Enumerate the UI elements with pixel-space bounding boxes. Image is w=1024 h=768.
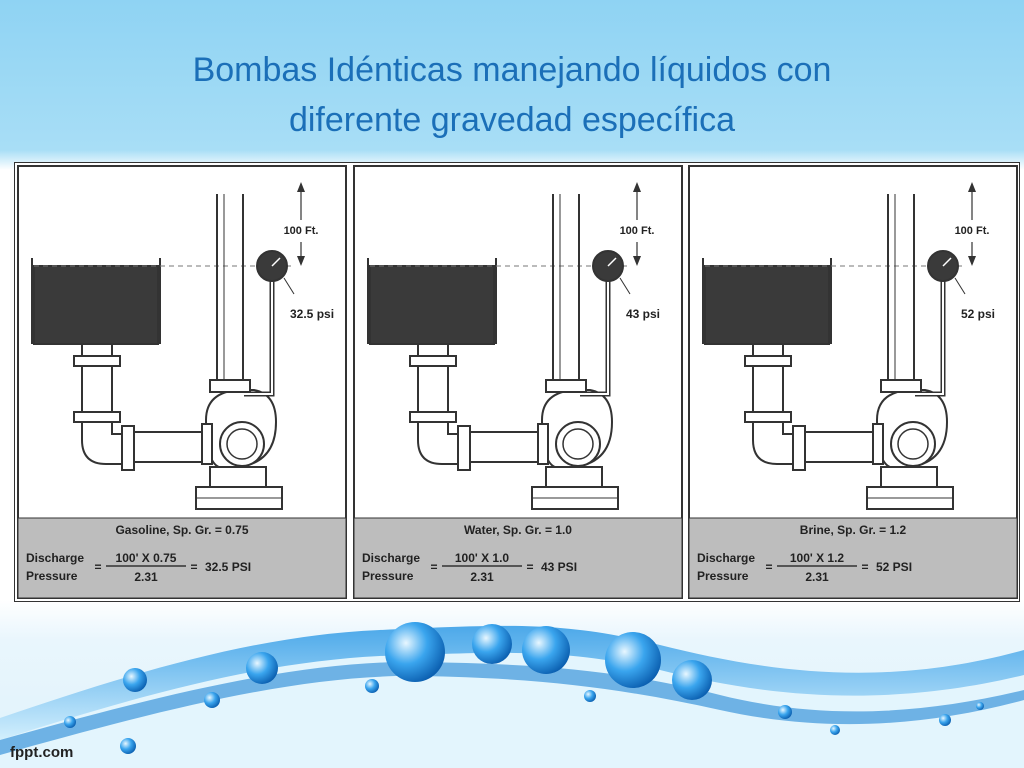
- formula-equals-2: =: [861, 560, 868, 574]
- tank-icon: [702, 258, 832, 345]
- formula-label-discharge: Discharge: [362, 551, 420, 565]
- formula-equals-2: =: [190, 560, 197, 574]
- suction-pipe: [73, 343, 207, 471]
- formula-equals-1: =: [765, 560, 772, 574]
- discharge-pipe: [209, 194, 251, 393]
- caption-band: [688, 517, 1018, 599]
- slide-title-line-1: Bombas Idénticas manejando líquidos con: [192, 51, 832, 89]
- formula-label-discharge: Discharge: [697, 551, 755, 565]
- height-label: 100 Ft.: [955, 225, 990, 237]
- fluid-caption: Gasoline, Sp. Gr. = 0.75: [115, 523, 248, 537]
- formula-result: 43 PSI: [541, 560, 577, 574]
- tank-icon: [31, 258, 161, 345]
- formula-numerator: 100' X 0.75: [116, 551, 177, 565]
- formula-equals-1: =: [94, 560, 101, 574]
- tank-icon: [367, 258, 497, 345]
- suction-pipe: [744, 343, 878, 471]
- formula-numerator: 100' X 1.2: [790, 551, 845, 565]
- caption-band: [17, 517, 347, 599]
- water-wave-icon: [0, 622, 1024, 768]
- centrifugal-pump-icon: [195, 389, 283, 510]
- pressure-gauge-icon: [580, 250, 631, 397]
- height-arrow: [968, 182, 976, 266]
- pressure-gauge-icon: [915, 250, 966, 397]
- slide-title-line-2: diferente gravedad específica: [288, 101, 736, 139]
- suction-pipe: [409, 343, 543, 471]
- pressure-gauge-icon: [244, 250, 295, 397]
- formula-label-pressure: Pressure: [26, 569, 78, 583]
- caption-band: [353, 517, 683, 599]
- fluid-caption: Water, Sp. Gr. = 1.0: [464, 523, 572, 537]
- height-label: 100 Ft.: [620, 225, 655, 237]
- fluid-caption: Brine, Sp. Gr. = 1.2: [800, 523, 907, 537]
- discharge-pipe: [545, 194, 587, 393]
- gauge-reading: 52 psi: [961, 307, 995, 321]
- formula-equals-1: =: [430, 560, 437, 574]
- height-label: 100 Ft.: [284, 225, 319, 237]
- formula-label-pressure: Pressure: [362, 569, 414, 583]
- formula-denominator: 2.31: [470, 570, 494, 584]
- formula-label-pressure: Pressure: [697, 569, 749, 583]
- centrifugal-pump-icon: [531, 389, 619, 510]
- formula-denominator: 2.31: [805, 570, 829, 584]
- formula-numerator: 100' X 1.0: [455, 551, 510, 565]
- gauge-reading: 32.5 psi: [290, 307, 334, 321]
- formula-equals-2: =: [526, 560, 533, 574]
- formula-result: 32.5 PSI: [205, 560, 251, 574]
- height-arrow: [297, 182, 305, 266]
- height-arrow: [633, 182, 641, 266]
- formula-result: 52 PSI: [876, 560, 912, 574]
- centrifugal-pump-icon: [866, 389, 954, 510]
- discharge-pipe: [880, 194, 922, 393]
- formula-label-discharge: Discharge: [26, 551, 84, 565]
- formula-denominator: 2.31: [134, 570, 158, 584]
- gauge-reading: 43 psi: [626, 307, 660, 321]
- footer-brand: fppt.com: [10, 744, 74, 761]
